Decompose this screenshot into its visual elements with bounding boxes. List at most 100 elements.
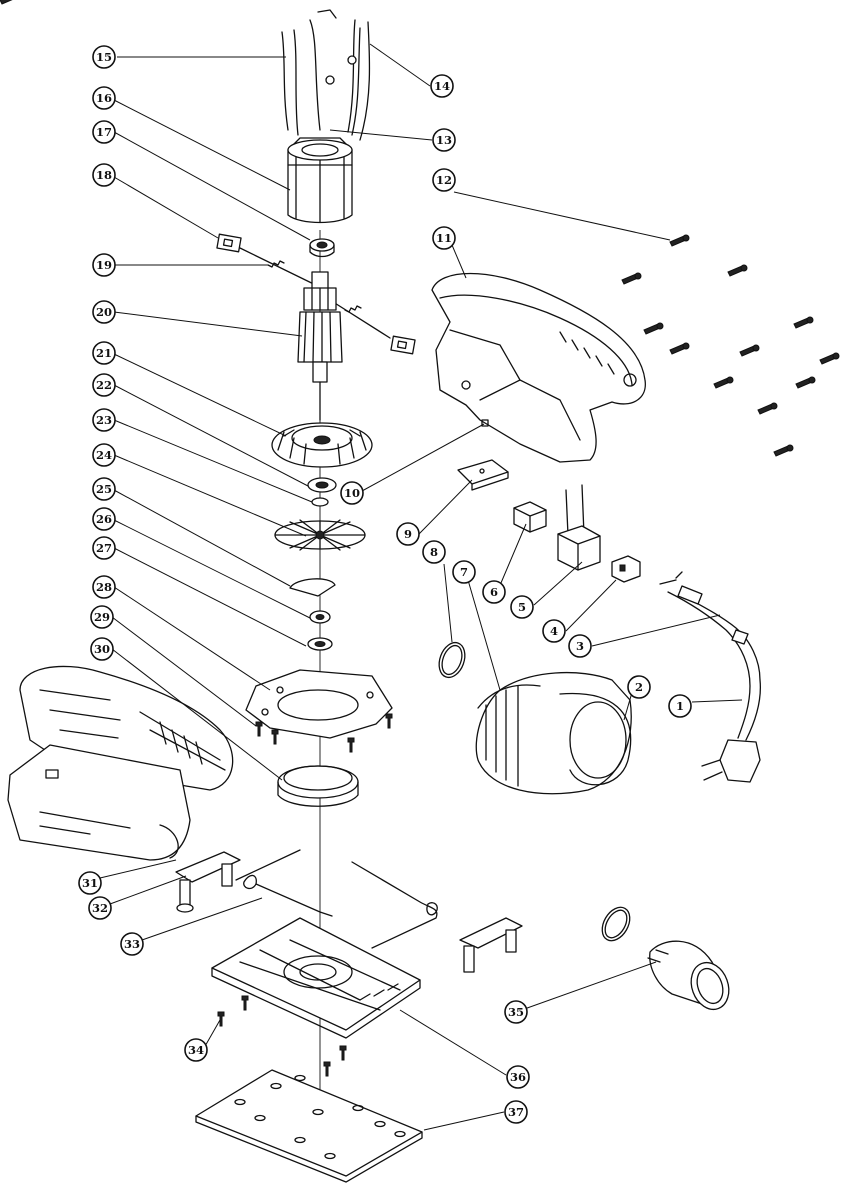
svg-text:18: 18 (96, 168, 112, 182)
callout-19: 19 (92, 253, 116, 277)
part-sanding-pad (195, 1069, 423, 1183)
part-counterweight (289, 578, 336, 597)
svg-text:28: 28 (96, 580, 112, 594)
part-rubber-ring (277, 765, 359, 807)
callouts: 1 2 3 4 5 6 7 8 9 10 11 12 13 14 15 16 1… (78, 45, 692, 1124)
part-base-screws (217, 995, 347, 1077)
svg-text:11: 11 (436, 231, 452, 245)
svg-text:23: 23 (96, 413, 112, 427)
svg-text:26: 26 (96, 512, 112, 526)
part-plate-screws (255, 713, 393, 753)
callout-22: 22 (92, 373, 116, 397)
svg-text:29: 29 (94, 610, 110, 624)
svg-text:37: 37 (508, 1105, 524, 1119)
callout-8: 8 (422, 540, 446, 564)
callout-33: 33 (120, 932, 144, 956)
svg-text:22: 22 (96, 378, 112, 392)
svg-text:24: 24 (96, 448, 112, 462)
svg-text:15: 15 (96, 50, 112, 64)
part-armature (297, 271, 343, 421)
svg-text:27: 27 (96, 541, 112, 555)
callout-36: 36 (506, 1065, 530, 1089)
svg-text:33: 33 (124, 937, 140, 951)
part-dust-container (475, 672, 632, 795)
callout-29: 29 (90, 605, 114, 629)
svg-text:16: 16 (96, 91, 112, 105)
svg-text:13: 13 (436, 133, 452, 147)
svg-text:4: 4 (550, 624, 558, 638)
callout-6: 6 (482, 580, 506, 604)
svg-text:2: 2 (635, 680, 643, 694)
part-stator (281, 9, 371, 224)
part-bearing-lower (307, 610, 333, 651)
leader-lines (99, 43, 743, 1131)
svg-text:32: 32 (92, 901, 108, 915)
part-sanding-base (211, 917, 421, 1039)
callout-34: 34 (184, 1038, 208, 1062)
callout-31: 31 (78, 871, 102, 895)
svg-text:12: 12 (436, 173, 452, 187)
callout-21: 21 (92, 341, 116, 365)
callout-2: 2 (627, 675, 651, 699)
callout-10: 10 (340, 481, 364, 505)
callout-14: 14 (430, 74, 454, 98)
callout-30: 30 (90, 637, 114, 661)
callout-35: 35 (504, 1000, 528, 1024)
callout-17: 17 (92, 120, 116, 144)
svg-text:1: 1 (676, 699, 684, 713)
part-foot-right (459, 917, 523, 973)
svg-text:17: 17 (96, 125, 112, 139)
svg-text:19: 19 (96, 258, 112, 272)
part-carbon-brushes (216, 233, 416, 355)
part-foot-left (175, 851, 241, 913)
svg-text:7: 7 (460, 565, 468, 579)
callout-27: 27 (92, 536, 116, 560)
callout-18: 18 (92, 163, 116, 187)
part-terminal-block (611, 555, 641, 583)
svg-text:6: 6 (490, 585, 498, 599)
callout-24: 24 (92, 443, 116, 467)
svg-text:9: 9 (404, 527, 412, 541)
svg-text:21: 21 (96, 346, 112, 360)
part-fan (271, 422, 373, 468)
callout-32: 32 (88, 896, 112, 920)
svg-text:14: 14 (434, 79, 450, 93)
callout-25: 25 (92, 477, 116, 501)
callout-4: 4 (542, 619, 566, 643)
part-capacitor (557, 484, 601, 571)
callout-12: 12 (432, 168, 456, 192)
callout-5: 5 (510, 595, 534, 619)
part-base-plate (245, 669, 393, 739)
svg-text:25: 25 (96, 482, 112, 496)
part-impeller (274, 519, 366, 551)
callout-7: 7 (452, 560, 476, 584)
part-springs (235, 849, 438, 949)
callout-3: 3 (568, 634, 592, 658)
part-housing (431, 272, 646, 463)
svg-text:8: 8 (430, 545, 438, 559)
svg-text:10: 10 (344, 486, 360, 500)
svg-text:31: 31 (82, 876, 98, 890)
callout-26: 26 (92, 507, 116, 531)
svg-text:35: 35 (508, 1005, 524, 1019)
part-bearing-washer (307, 477, 337, 507)
part-complete-tool (7, 665, 234, 861)
callout-20: 20 (92, 300, 116, 324)
svg-text:36: 36 (510, 1070, 526, 1084)
callout-9: 9 (396, 522, 420, 546)
part-housing-screws (0, 0, 840, 457)
callout-28: 28 (92, 575, 116, 599)
callout-13: 13 (432, 128, 456, 152)
svg-text:30: 30 (94, 642, 110, 656)
svg-text:5: 5 (518, 600, 526, 614)
part-bearing-upper (309, 238, 335, 258)
callout-1: 1 (668, 694, 692, 718)
svg-text:34: 34 (188, 1043, 204, 1057)
part-switch-cover (457, 459, 509, 491)
part-dust-adapter (601, 906, 730, 1011)
callout-23: 23 (92, 408, 116, 432)
part-power-cord (659, 571, 762, 783)
part-switch (513, 501, 547, 533)
part-o-ring (438, 641, 466, 679)
